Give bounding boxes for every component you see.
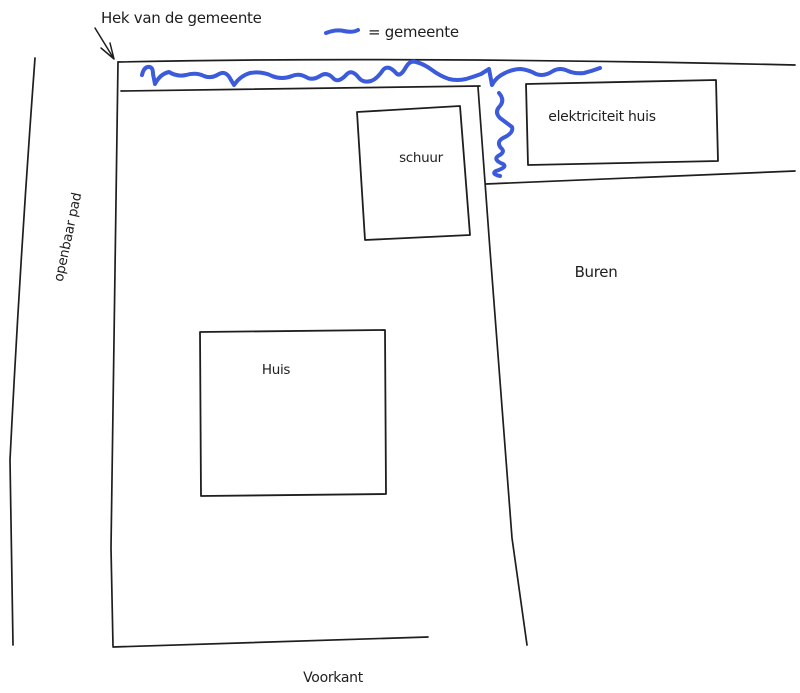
ink-strokes-group [9,27,796,648]
gemeente-vertical-squiggle [492,91,515,178]
public-path-label: openbaar pad [51,191,85,283]
shed-outline [356,105,471,241]
electricity-house-outline [525,79,719,166]
property-right-boundary-line [477,86,528,646]
electricity-house-label: elektriciteit huis [548,109,655,125]
house-label: Huis [262,362,291,378]
gemeente-strokes-group [140,28,602,178]
property-bottom-boundary-line [112,636,429,648]
shed-label: schuur [399,150,444,166]
gemeente-top-squiggle [140,59,602,87]
fence-note-label: Hek van de gemeente [101,9,262,27]
property-left-boundary-line [110,61,119,647]
arrow-annotation [94,27,115,60]
neighbors-boundary-line [485,170,796,185]
fence-strip-inner-line [120,85,481,92]
legend-blue-line [324,28,360,35]
front-side-label: Voorkant [303,670,364,686]
public-path-outer-line [9,57,36,646]
house-outline [199,329,387,497]
legend-label: = gemeente [368,23,459,41]
property-top-boundary-line [117,58,796,66]
labels-group: Hek van de gemeente = gemeente elektrici… [51,9,656,686]
neighbors-label: Buren [575,263,618,281]
